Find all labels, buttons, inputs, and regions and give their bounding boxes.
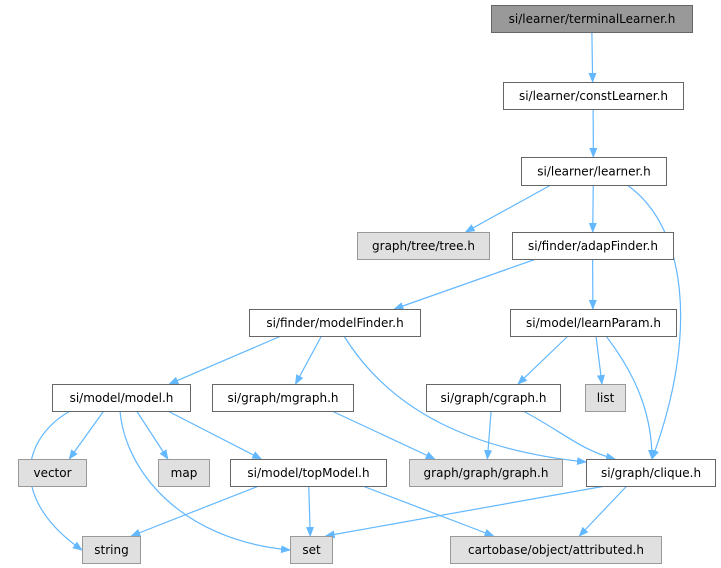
node-box (409, 459, 563, 487)
node-box (230, 459, 387, 487)
node-map: map (158, 459, 210, 487)
node-label: map (171, 466, 198, 480)
node-box (510, 309, 677, 337)
edge-model-to-set (119, 410, 291, 554)
nodes-layer: si/learner/terminalLearner.h si/learner/c… (18, 5, 716, 564)
edge-clique-to-attributed (578, 485, 628, 537)
node-label: si/finder/modelFinder.h (266, 316, 403, 330)
edge-terminalLearner-to-constLearner (588, 31, 597, 83)
node-box (52, 384, 191, 412)
node-terminalLearner[interactable]: si/learner/terminalLearner.h (491, 5, 693, 33)
node-box (503, 82, 684, 110)
node-label: si/learner/learner.h (537, 165, 650, 179)
edge-modelFinder-to-clique (343, 335, 587, 466)
edge-modelFinder-to-model (168, 335, 282, 385)
node-label: graph/tree/tree.h (372, 239, 475, 253)
node-box (82, 536, 141, 564)
node-label: si/finder/adapFinder.h (528, 239, 658, 253)
edge-learner-to-clique (626, 184, 682, 460)
node-label: si/learner/terminalLearner.h (509, 12, 676, 26)
edge-learner-to-tree (464, 184, 552, 233)
node-label: si/model/learnParam.h (526, 316, 661, 330)
edge-learnParam-to-clique (605, 335, 656, 460)
node-label: si/model/model.h (70, 391, 174, 405)
node-constLearner[interactable]: si/learner/constLearner.h (503, 82, 684, 110)
edge-learnParam-to-list (595, 335, 605, 385)
edge-model-to-map (136, 410, 169, 460)
node-box (158, 459, 210, 487)
edges-layer (29, 31, 682, 554)
node-topModel[interactable]: si/model/topModel.h (230, 459, 387, 487)
node-box (357, 232, 490, 260)
node-modelFinder[interactable]: si/finder/modelFinder.h (249, 309, 421, 337)
edge-modelFinder-to-mgraph (294, 335, 323, 385)
node-mgraph[interactable]: si/graph/mgraph.h (212, 384, 354, 412)
node-label: si/model/topModel.h (247, 466, 369, 480)
node-label: vector (33, 466, 71, 480)
edge-cgraph-to-graphgraph (484, 410, 493, 460)
node-learner[interactable]: si/learner/learner.h (521, 157, 667, 186)
edge-learnParam-to-cgraph (517, 335, 569, 385)
node-string: string (82, 536, 141, 564)
edge-learner-to-adapFinder (588, 184, 597, 233)
edge-cgraph-to-clique (522, 410, 616, 461)
node-box (426, 384, 561, 412)
node-label: graph/graph/graph.h (424, 466, 549, 480)
edge-model-to-topModel (167, 410, 263, 460)
node-box (18, 459, 87, 487)
node-box (212, 384, 354, 412)
node-box (586, 459, 716, 487)
node-box (512, 232, 674, 260)
edge-model-to-vector (68, 410, 105, 460)
node-vector: vector (18, 459, 87, 487)
node-adapFinder[interactable]: si/finder/adapFinder.h (512, 232, 674, 260)
node-label: set (302, 543, 321, 557)
node-label: si/graph/mgraph.h (227, 391, 338, 405)
node-box (249, 309, 421, 337)
node-box (585, 384, 626, 412)
edge-adapFinder-to-modelFinder (393, 258, 537, 310)
node-graphgraph: graph/graph/graph.h (409, 459, 563, 487)
node-box (290, 536, 333, 564)
edge-topModel-to-set (305, 485, 314, 537)
node-label: si/graph/clique.h (601, 466, 701, 480)
edge-clique-to-set (324, 485, 606, 539)
node-label: cartobase/object/attributed.h (468, 543, 644, 557)
node-set: set (290, 536, 333, 564)
node-learnParam[interactable]: si/model/learnParam.h (510, 309, 677, 337)
node-tree: graph/tree/tree.h (357, 232, 490, 260)
node-attributed: cartobase/object/attributed.h (450, 536, 662, 564)
node-label: si/graph/cgraph.h (441, 391, 547, 405)
node-label: list (597, 391, 615, 405)
edge-topModel-to-string (130, 485, 259, 537)
node-list: list (585, 384, 626, 412)
node-clique[interactable]: si/graph/clique.h (586, 459, 716, 487)
node-box (521, 157, 667, 186)
node-label: string (94, 543, 128, 557)
node-box (491, 5, 693, 33)
edge-mgraph-to-graphgraph (331, 410, 436, 460)
node-label: si/learner/constLearner.h (519, 89, 668, 103)
node-cgraph[interactable]: si/graph/cgraph.h (426, 384, 561, 412)
node-box (450, 536, 662, 564)
edge-topModel-to-attributed (362, 485, 495, 537)
node-model[interactable]: si/model/model.h (52, 384, 191, 412)
